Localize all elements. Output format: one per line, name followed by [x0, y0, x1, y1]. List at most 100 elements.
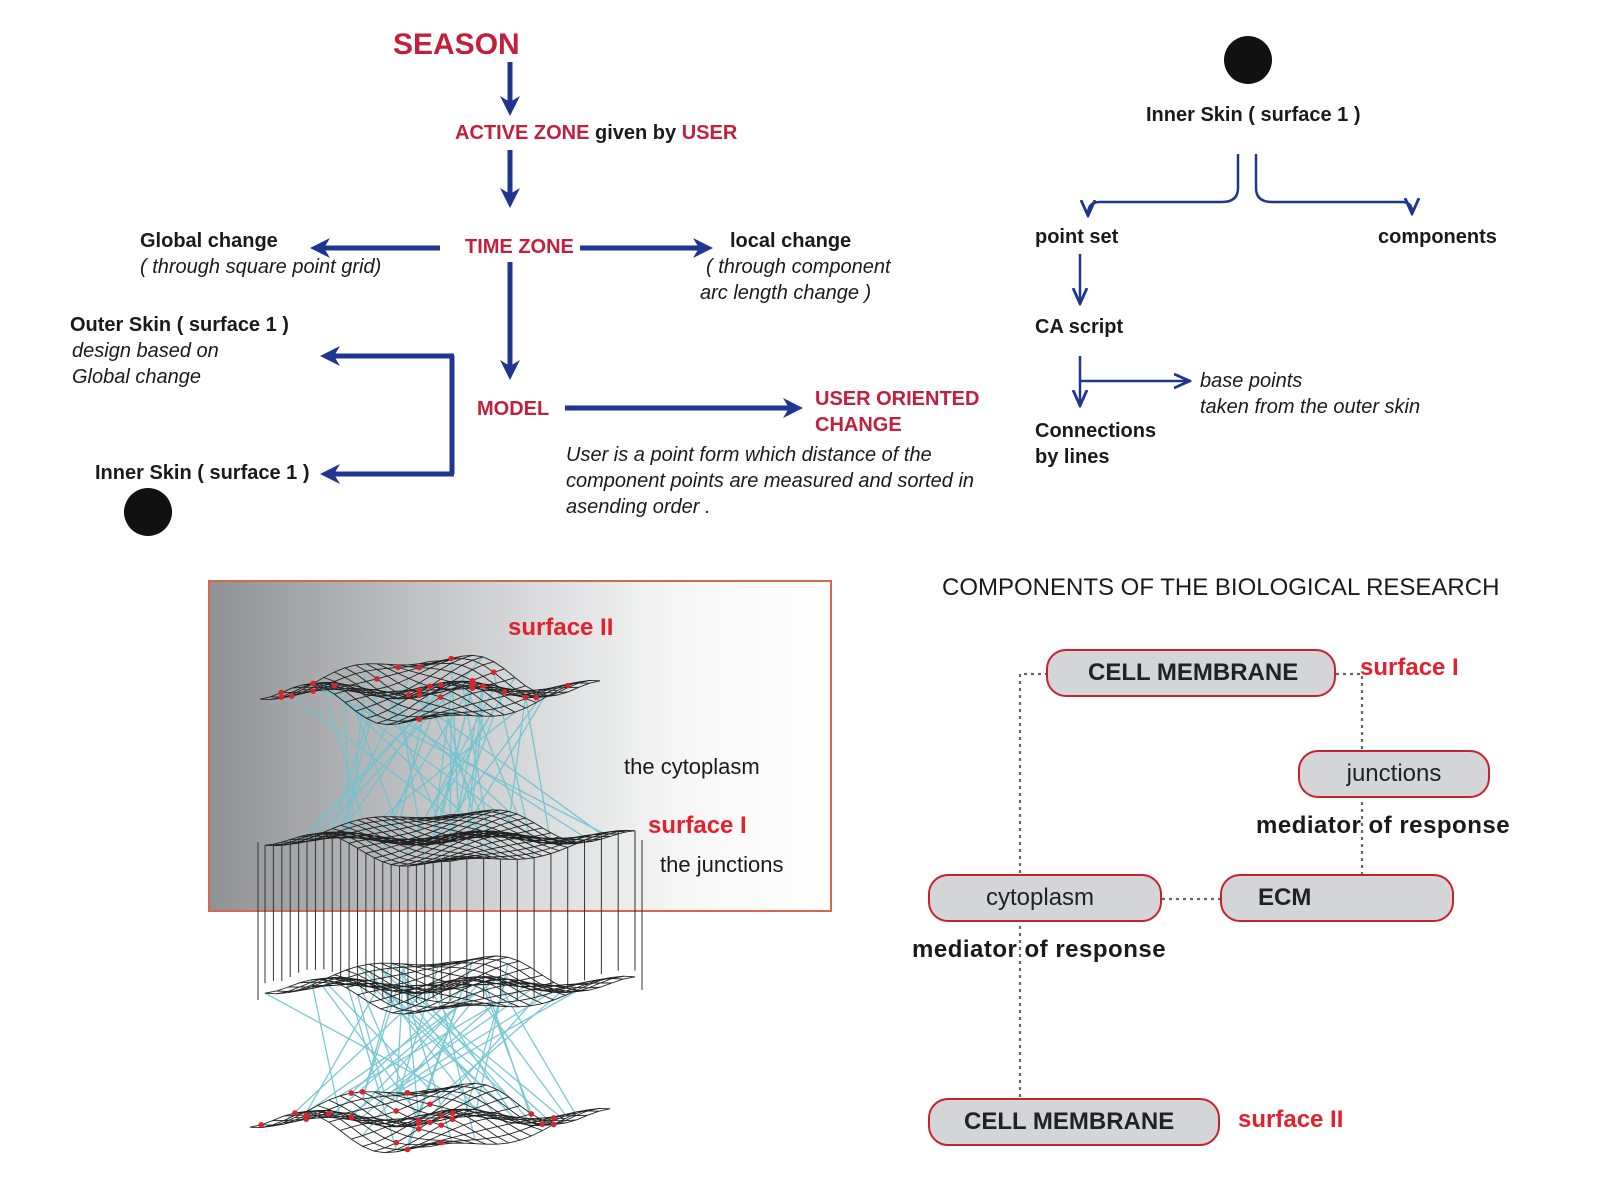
surface-ii-grid-point	[522, 694, 529, 701]
connection-line	[361, 990, 393, 1100]
connection-line	[380, 968, 555, 1126]
surface-ii-grid-point	[480, 683, 486, 689]
surface-ii-bottom-grid-col	[283, 1112, 464, 1144]
surface-i-top-grid-col	[290, 831, 476, 860]
surface-i-top-grid-col	[298, 833, 484, 859]
connections-label-1: Connections	[1035, 420, 1157, 442]
surface-ii-bottom-grid-point	[550, 1121, 557, 1128]
surface-ii-bottom-grid-row	[429, 1107, 611, 1148]
outer-skin-note-1: design based on	[72, 340, 219, 362]
surface-ii-bottom-grid-col	[306, 1111, 487, 1145]
connection-line	[408, 694, 602, 835]
surface-ii-grid-point	[405, 692, 412, 698]
local-change-note-1: ( through component	[706, 256, 891, 278]
user-note-3: asending order .	[566, 496, 711, 518]
connection-line	[461, 675, 518, 815]
cell-membrane-bottom-label: CELL MEMBRANE	[964, 1108, 1175, 1135]
surface-i-bottom-grid-row	[438, 978, 624, 1010]
surface-ii-bottom-grid-row	[384, 1111, 566, 1154]
global-change-label: Global change	[140, 230, 278, 252]
local-change-label: local change	[730, 230, 852, 252]
surface-i-top-grid-row	[391, 830, 577, 865]
point-set-label: point set	[1035, 226, 1119, 248]
connection-line	[484, 981, 532, 1119]
surface-i-top-grid-col	[315, 835, 501, 860]
surface-ii-grid-point	[490, 669, 497, 676]
surface-ii-bottom-grid-point	[550, 1115, 557, 1121]
connection-line	[524, 697, 552, 844]
cytoplasm-pill: cytoplasm	[928, 874, 1162, 922]
connection-line	[398, 685, 431, 824]
bio-surface-i-label: surface I	[1360, 654, 1459, 681]
user-note-2: component points are measured and sorted…	[566, 470, 975, 492]
surface-i-bottom-grid-col	[345, 969, 532, 1007]
surface-i-top-grid-row	[449, 829, 636, 862]
surface-ii-bottom-grid-point	[393, 1108, 400, 1114]
active-zone-label: ACTIVE ZONE	[455, 122, 590, 144]
surface-ii-bottom-grid-col	[294, 1115, 476, 1145]
ecm-label: ECM	[1258, 884, 1312, 911]
connection-line	[291, 695, 451, 817]
surface-ii-bottom-grid-row	[418, 1110, 599, 1148]
connection-line	[432, 708, 495, 819]
connection-line	[323, 689, 375, 859]
junctions-pill: junctions	[1298, 750, 1490, 798]
surface-ii-grid-point	[565, 682, 571, 689]
surface-ii-grid-row	[419, 682, 590, 720]
cell-membrane-top-pill: CELL MEMBRANE	[1046, 649, 1336, 697]
cytoplasm-label: cytoplasm	[986, 884, 1095, 911]
local-change-note-2: arc length change )	[700, 282, 872, 304]
surface-ii-bottom-grid-col	[272, 1110, 453, 1146]
surface-ii-grid-point	[437, 682, 444, 688]
time-zone-label: TIME ZONE	[465, 236, 574, 258]
surface-ii-bottom-grid-point	[415, 1117, 422, 1124]
surface-ii-bottom-grid-point	[359, 1089, 366, 1095]
surface-ii-grid-point	[374, 675, 380, 682]
season-label: SEASON	[393, 28, 520, 61]
model-label: MODEL	[477, 398, 550, 420]
surface-ii-bottom-grid-point	[449, 1116, 456, 1123]
surface-ii-grid-col	[281, 682, 452, 718]
surface-ii-grid-point	[278, 689, 285, 696]
connection-line	[340, 718, 420, 835]
surface-grids	[249, 654, 636, 1154]
surface-ii-bottom-grid-point	[348, 1090, 355, 1096]
surface-ii-bottom-grid-point	[528, 1111, 535, 1117]
surface-ii-grid-row	[376, 680, 547, 724]
figure-surface-ii-label: surface II	[508, 614, 614, 641]
outer-skin-label: Outer Skin ( surface 1 )	[70, 314, 289, 336]
connection-line	[340, 695, 378, 838]
surface-ii-grid-point	[427, 683, 433, 690]
surface-ii-bottom-grid-col	[339, 1095, 521, 1141]
surface-i-top-grid-row	[416, 837, 602, 866]
connection-line	[264, 992, 498, 1120]
components-label: components	[1378, 226, 1497, 248]
surface-ii-grid-col	[344, 667, 516, 713]
branch-components	[1254, 154, 1412, 212]
connection-line	[340, 678, 410, 826]
surface-i-bottom-grid-row	[449, 975, 636, 1009]
surface-ii-grid-point	[416, 692, 423, 698]
surface-ii-grid-point	[437, 694, 444, 700]
surface-ii-grid-point	[395, 664, 401, 671]
surface-ii-grid-point	[278, 694, 285, 700]
surface-ii-grid-col	[313, 683, 484, 717]
surface-ii-grid-point	[448, 655, 455, 662]
surface-ii-bottom-grid-row	[351, 1112, 532, 1140]
surface-i-bottom-grid-col	[311, 982, 497, 1007]
surface-i-bottom-grid-col	[264, 978, 451, 1015]
surface-ii-bottom-grid-row	[396, 1116, 577, 1153]
surface-ii-bottom-grid-col	[249, 1112, 431, 1154]
connection-line	[306, 689, 442, 840]
surface-ii-grid-row	[397, 688, 569, 725]
bio-title: COMPONENTS OF THE BIOLOGICAL RESEARCH	[942, 574, 1500, 601]
surface-ii-grid-col	[302, 687, 473, 717]
surface-ii-bottom-grid-point	[415, 1126, 422, 1132]
base-points-label-2: taken from the outer skin	[1200, 396, 1421, 418]
surface-ii-grid-row	[429, 679, 601, 720]
inner-skin-tree-label: Inner Skin ( surface 1 )	[1146, 104, 1361, 126]
junction-box-edge	[257, 840, 643, 1000]
active-zone-line: ACTIVE ZONE given by USER	[455, 122, 737, 145]
